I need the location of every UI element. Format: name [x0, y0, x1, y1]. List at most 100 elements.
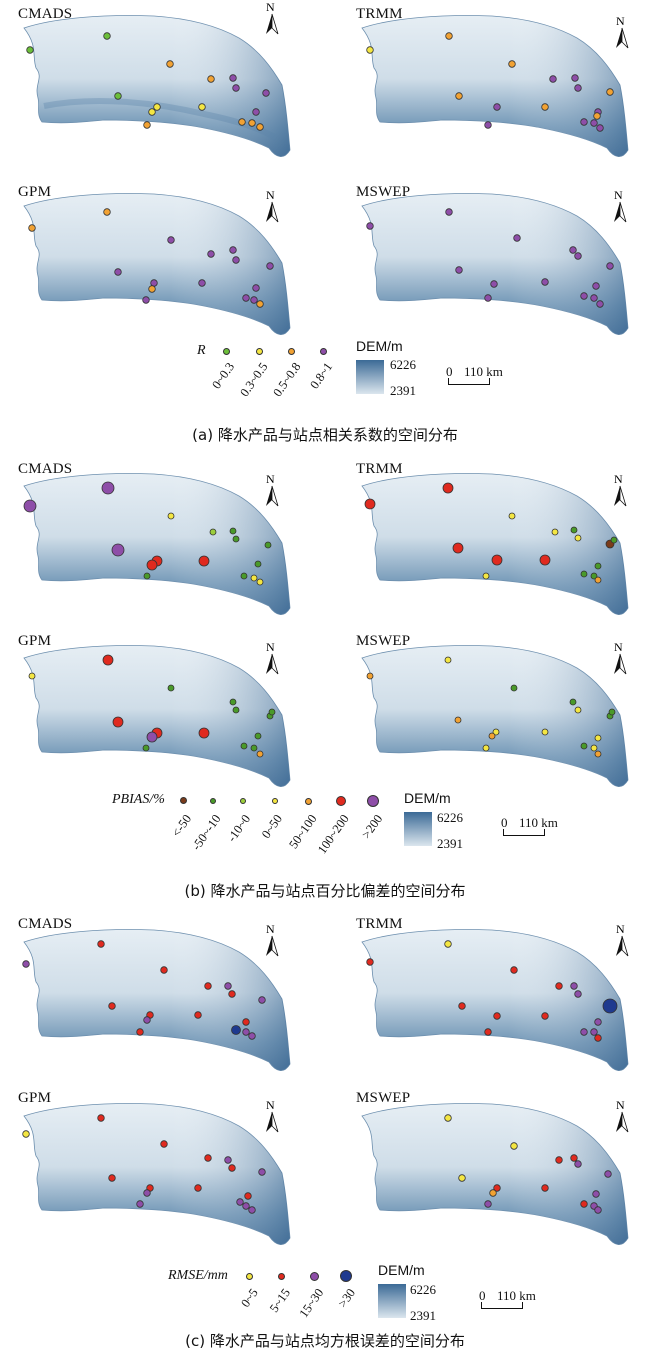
- north-arrow-icon: N: [616, 922, 629, 957]
- svg-text:N: N: [614, 188, 623, 202]
- map-trmm-b: [361, 473, 629, 616]
- dem-title: DEM/m: [404, 790, 451, 806]
- panel-title-mswep-b: MSWEP: [356, 633, 411, 649]
- svg-text:N: N: [616, 14, 625, 28]
- legend-class-label: >200: [359, 812, 386, 842]
- svg-text:N: N: [616, 1098, 625, 1112]
- svg-text:N: N: [266, 0, 275, 14]
- north-arrow-icon: N: [266, 640, 279, 675]
- legend-swatch: [246, 1273, 253, 1280]
- legend-swatch: [320, 348, 327, 355]
- legend-swatch: [240, 798, 246, 804]
- legend-swatch: [223, 348, 230, 355]
- legend-swatch: [210, 798, 216, 804]
- legend-swatch: [278, 1273, 285, 1280]
- north-arrow-icon: N: [614, 188, 627, 223]
- north-arrow-icon: N: [266, 922, 279, 957]
- svg-text:N: N: [266, 472, 275, 486]
- scale-bar: [481, 1302, 523, 1309]
- legend-class-label: 0~50: [259, 812, 286, 841]
- scale-label: 110 km: [497, 1288, 536, 1303]
- legend-class-label: 15~30: [296, 1286, 327, 1321]
- legend-swatch: [272, 798, 278, 804]
- dem-min: 2391: [390, 383, 416, 398]
- map-gpm-a: [23, 193, 291, 336]
- north-arrow-icon: N: [266, 1098, 279, 1133]
- scale-zero: 0: [501, 815, 508, 830]
- scale-bar: [448, 378, 490, 385]
- north-arrow-icon: N: [266, 0, 279, 35]
- scale-zero: 0: [446, 364, 453, 379]
- svg-text:N: N: [614, 472, 623, 486]
- scale-label: 110 km: [519, 815, 558, 830]
- svg-text:N: N: [266, 922, 275, 936]
- scale-zero: 0: [479, 1288, 486, 1303]
- dem-title: DEM/m: [378, 1262, 425, 1278]
- legend-title-pbias: PBIAS/%: [112, 792, 165, 807]
- map-trmm-c: [361, 929, 629, 1072]
- map-mswep-a: [361, 193, 629, 336]
- legend-swatch: [180, 797, 187, 804]
- svg-text:N: N: [266, 640, 275, 654]
- panel-title-cmads-c: CMADS: [18, 916, 73, 932]
- north-arrow-icon: N: [266, 188, 279, 223]
- map-cmads-a: [23, 15, 291, 158]
- panel-title-mswep-a: MSWEP: [356, 184, 411, 200]
- dem-ramp: [356, 360, 384, 394]
- dem-ramp: [378, 1284, 406, 1318]
- map-mswep-b: [361, 645, 629, 788]
- legend-swatch: [340, 1270, 352, 1282]
- map-cmads-b: [23, 473, 291, 616]
- legend-title-rmse: RMSE/mm: [168, 1268, 228, 1283]
- legend-class-label: <-50: [169, 812, 195, 840]
- legend-class-label: 100~200: [314, 812, 352, 857]
- north-arrow-icon: N: [614, 640, 627, 675]
- panel-title-cmads-a: CMADS: [18, 6, 73, 22]
- legend-swatch: [310, 1272, 319, 1281]
- svg-text:N: N: [266, 1098, 275, 1112]
- panel-title-trmm-a: TRMM: [356, 6, 403, 22]
- panel-title-mswep-c: MSWEP: [356, 1090, 411, 1106]
- legend-swatch: [305, 798, 312, 805]
- legend-swatch: [256, 348, 263, 355]
- panel-title-gpm-a: GPM: [18, 184, 52, 200]
- north-arrow-icon: N: [616, 14, 629, 49]
- legend-swatch: [336, 796, 346, 806]
- legend-class-label: 0~5: [237, 1286, 261, 1310]
- dem-min: 2391: [437, 836, 463, 851]
- north-arrow-icon: N: [266, 472, 279, 507]
- panel-title-cmads-b: CMADS: [18, 461, 73, 477]
- dem-title: DEM/m: [356, 338, 403, 354]
- map-cmads-c: [22, 929, 291, 1072]
- map-trmm-a: [361, 15, 629, 158]
- legend-class-label: 5~15: [267, 1286, 294, 1315]
- dem-max: 6226: [437, 810, 463, 825]
- legend-class-label: >30: [335, 1286, 359, 1311]
- caption-b: (b) 降水产品与站点百分比偏差的空间分布: [184, 882, 466, 900]
- legend-class-label: -10~0: [224, 812, 254, 845]
- scale-bar: [503, 829, 545, 836]
- dem-ramp: [404, 812, 432, 846]
- map-gpm-c: [22, 1103, 291, 1246]
- north-arrow-icon: N: [616, 1098, 629, 1133]
- svg-text:N: N: [266, 188, 275, 202]
- caption-a: (a) 降水产品与站点相关系数的空间分布: [192, 426, 458, 444]
- panel-title-gpm-c: GPM: [18, 1090, 52, 1106]
- panel-title-trmm-c: TRMM: [356, 916, 403, 932]
- legend-swatch: [288, 348, 295, 355]
- dem-min: 2391: [410, 1308, 436, 1323]
- map-gpm-b: [23, 645, 291, 788]
- legend-class-label: 0~0.3: [209, 360, 238, 392]
- panel-title-trmm-b: TRMM: [356, 461, 403, 477]
- caption-c: (c) 降水产品与站点均方根误差的空间分布: [185, 1332, 465, 1350]
- svg-text:N: N: [614, 640, 623, 654]
- north-arrow-icon: N: [614, 472, 627, 507]
- panel-title-gpm-b: GPM: [18, 633, 52, 649]
- dem-max: 6226: [390, 357, 416, 372]
- legend-swatch: [367, 795, 379, 807]
- legend-class-label: 0.3~0.5: [237, 360, 271, 400]
- legend-title-r: R: [197, 343, 206, 358]
- map-mswep-c: [361, 1103, 629, 1246]
- legend-class-label: 0.8~1: [307, 360, 336, 392]
